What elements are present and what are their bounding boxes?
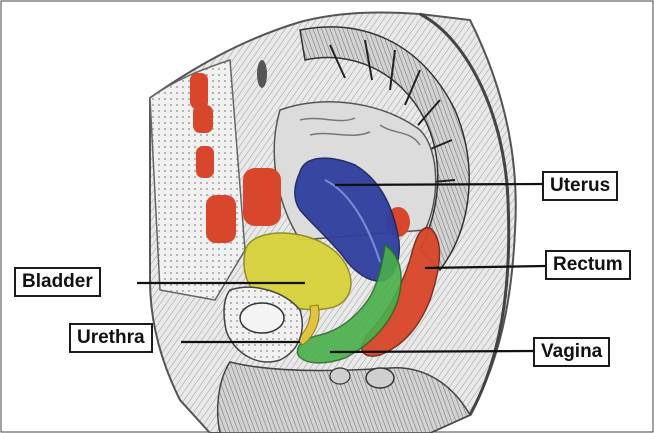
uterus-leader-line bbox=[335, 184, 542, 185]
perineal-body bbox=[330, 368, 350, 384]
anal-region bbox=[366, 368, 394, 388]
urethra-label: Urethra bbox=[69, 323, 153, 353]
bladder-label: Bladder bbox=[14, 267, 101, 297]
red-section bbox=[193, 105, 213, 133]
uterus-label: Uterus bbox=[542, 171, 618, 201]
red-section bbox=[206, 195, 236, 243]
pubic-symphysis bbox=[240, 303, 284, 333]
rectum-label: Rectum bbox=[545, 250, 631, 280]
vagina-leader-line bbox=[330, 351, 533, 352]
red-section bbox=[196, 146, 214, 178]
small-vessel bbox=[257, 60, 267, 88]
red-section bbox=[243, 168, 281, 226]
red-section bbox=[190, 73, 208, 109]
vagina-label: Vagina bbox=[533, 337, 610, 367]
